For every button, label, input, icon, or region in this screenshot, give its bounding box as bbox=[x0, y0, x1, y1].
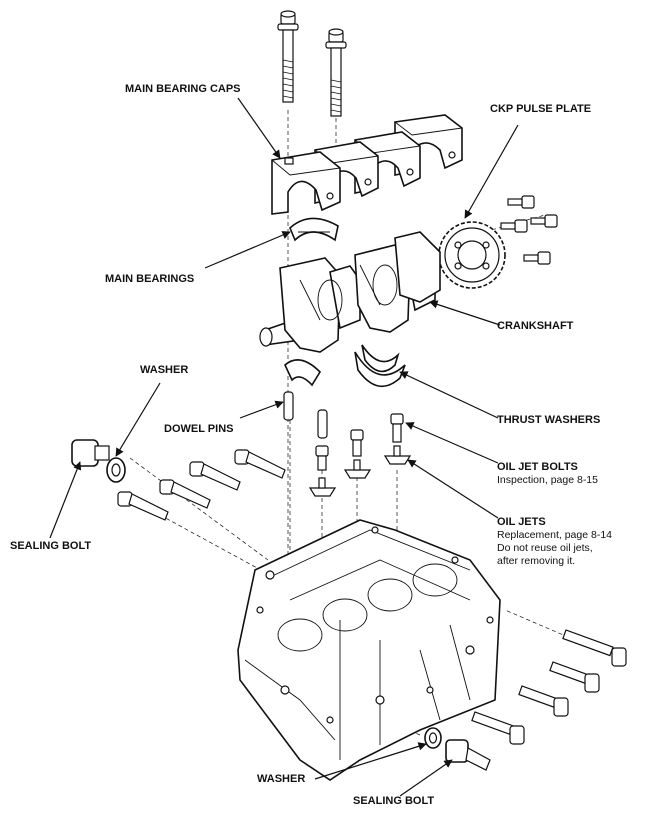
main-bearing-cap-1 bbox=[271, 151, 341, 215]
label-washer-bottom-text: WASHER bbox=[257, 773, 306, 785]
main-bearing-cap-bolt-1 bbox=[277, 10, 299, 103]
label-sealing-bolt-left-text: SEALING BOLT bbox=[10, 540, 92, 552]
side-bolts-left bbox=[117, 449, 286, 521]
side-bolt-3 bbox=[159, 479, 211, 509]
right-bolt-2 bbox=[549, 661, 600, 693]
oil-jet-3 bbox=[383, 445, 412, 465]
main-bearing-caps bbox=[271, 114, 463, 215]
ckp-bolt-1 bbox=[507, 195, 535, 209]
oil-jet-2 bbox=[343, 459, 372, 479]
label-oil-jet-bolts-text: OIL JET BOLTS bbox=[497, 461, 578, 473]
label-oil-jets-note-3: after removing it. bbox=[497, 555, 576, 567]
cylinder-block bbox=[237, 519, 501, 781]
right-bolt-1 bbox=[562, 629, 627, 667]
label-sealing-bolt-left: SEALING BOLT bbox=[10, 540, 91, 553]
label-dowel-pins-text: DOWEL PINS bbox=[164, 423, 234, 435]
label-washer-bottom: WASHER bbox=[257, 773, 305, 786]
label-main-bearing-caps: MAIN BEARING CAPS bbox=[125, 83, 241, 96]
side-bolt-4 bbox=[117, 491, 169, 521]
thrust-washer-1 bbox=[284, 359, 322, 387]
side-bolt-2 bbox=[189, 461, 241, 491]
main-bearing-cap-bolt-2 bbox=[325, 28, 347, 117]
side-bolts-right bbox=[471, 629, 627, 745]
ckp-plate-bolts bbox=[500, 195, 558, 265]
oil-jet-bolt-2 bbox=[350, 429, 364, 457]
ckp-bolt-2 bbox=[500, 219, 528, 233]
label-main-bearing-caps-text: MAIN BEARING CAPS bbox=[125, 83, 241, 95]
ckp-bolt-4 bbox=[523, 251, 551, 265]
right-bolt-3 bbox=[518, 685, 569, 717]
label-sealing-bolt-bottom: SEALING BOLT bbox=[353, 795, 434, 808]
label-sealing-bolt-bottom-text: SEALING BOLT bbox=[353, 795, 435, 807]
main-bearing-shell bbox=[289, 217, 339, 242]
label-crankshaft-text: CRANKSHAFT bbox=[497, 320, 574, 332]
sealing-bolt-bottom-part bbox=[445, 739, 491, 771]
sealing-bolt-left-part bbox=[71, 439, 110, 467]
label-oil-jets: OIL JETS Replacement, page 8-14 Do not r… bbox=[497, 516, 612, 568]
label-washer-top-text: WASHER bbox=[140, 364, 189, 376]
label-washer-top: WASHER bbox=[140, 364, 188, 377]
dowel-pins bbox=[283, 391, 328, 439]
washer-top-part bbox=[106, 457, 126, 483]
thrust-washer-2 bbox=[354, 344, 406, 388]
label-oil-jet-bolts: OIL JET BOLTS Inspection, page 8-15 bbox=[497, 461, 598, 487]
label-thrust-washers-text: THRUST WASHERS bbox=[497, 414, 601, 426]
label-main-bearings: MAIN BEARINGS bbox=[105, 273, 194, 286]
label-thrust-washers: THRUST WASHERS bbox=[497, 414, 600, 427]
label-ckp-pulse-plate-text: CKP PULSE PLATE bbox=[490, 103, 592, 115]
side-bolt-1 bbox=[234, 449, 286, 479]
thrust-washers bbox=[284, 344, 406, 388]
right-bolt-4 bbox=[471, 711, 525, 745]
label-oil-jets-text: OIL JETS bbox=[497, 516, 546, 528]
oil-jet-bolt-3 bbox=[390, 413, 404, 443]
oil-jet-bolt-1 bbox=[315, 445, 329, 471]
label-oil-jets-note-2: Do not reuse oil jets, bbox=[497, 542, 593, 554]
crankshaft bbox=[259, 231, 441, 353]
label-ckp-pulse-plate: CKP PULSE PLATE bbox=[490, 103, 591, 116]
washer-bottom-part bbox=[424, 727, 442, 749]
label-main-bearings-text: MAIN BEARINGS bbox=[105, 273, 195, 285]
label-oil-jets-note-1: Replacement, page 8-14 bbox=[497, 529, 612, 541]
oil-jets bbox=[308, 445, 412, 497]
dowel-pin-1 bbox=[283, 391, 294, 421]
label-oil-jet-bolts-note: Inspection, page 8-15 bbox=[497, 474, 598, 486]
dowel-pin-2 bbox=[317, 409, 328, 439]
ckp-pulse-plate bbox=[438, 221, 506, 289]
label-dowel-pins: DOWEL PINS bbox=[164, 423, 233, 436]
leader-lines bbox=[49, 97, 519, 797]
ckp-bolt-3 bbox=[530, 214, 558, 228]
label-crankshaft: CRANKSHAFT bbox=[497, 320, 573, 333]
oil-jet-1 bbox=[308, 477, 337, 497]
oil-jet-bolts bbox=[315, 413, 404, 471]
